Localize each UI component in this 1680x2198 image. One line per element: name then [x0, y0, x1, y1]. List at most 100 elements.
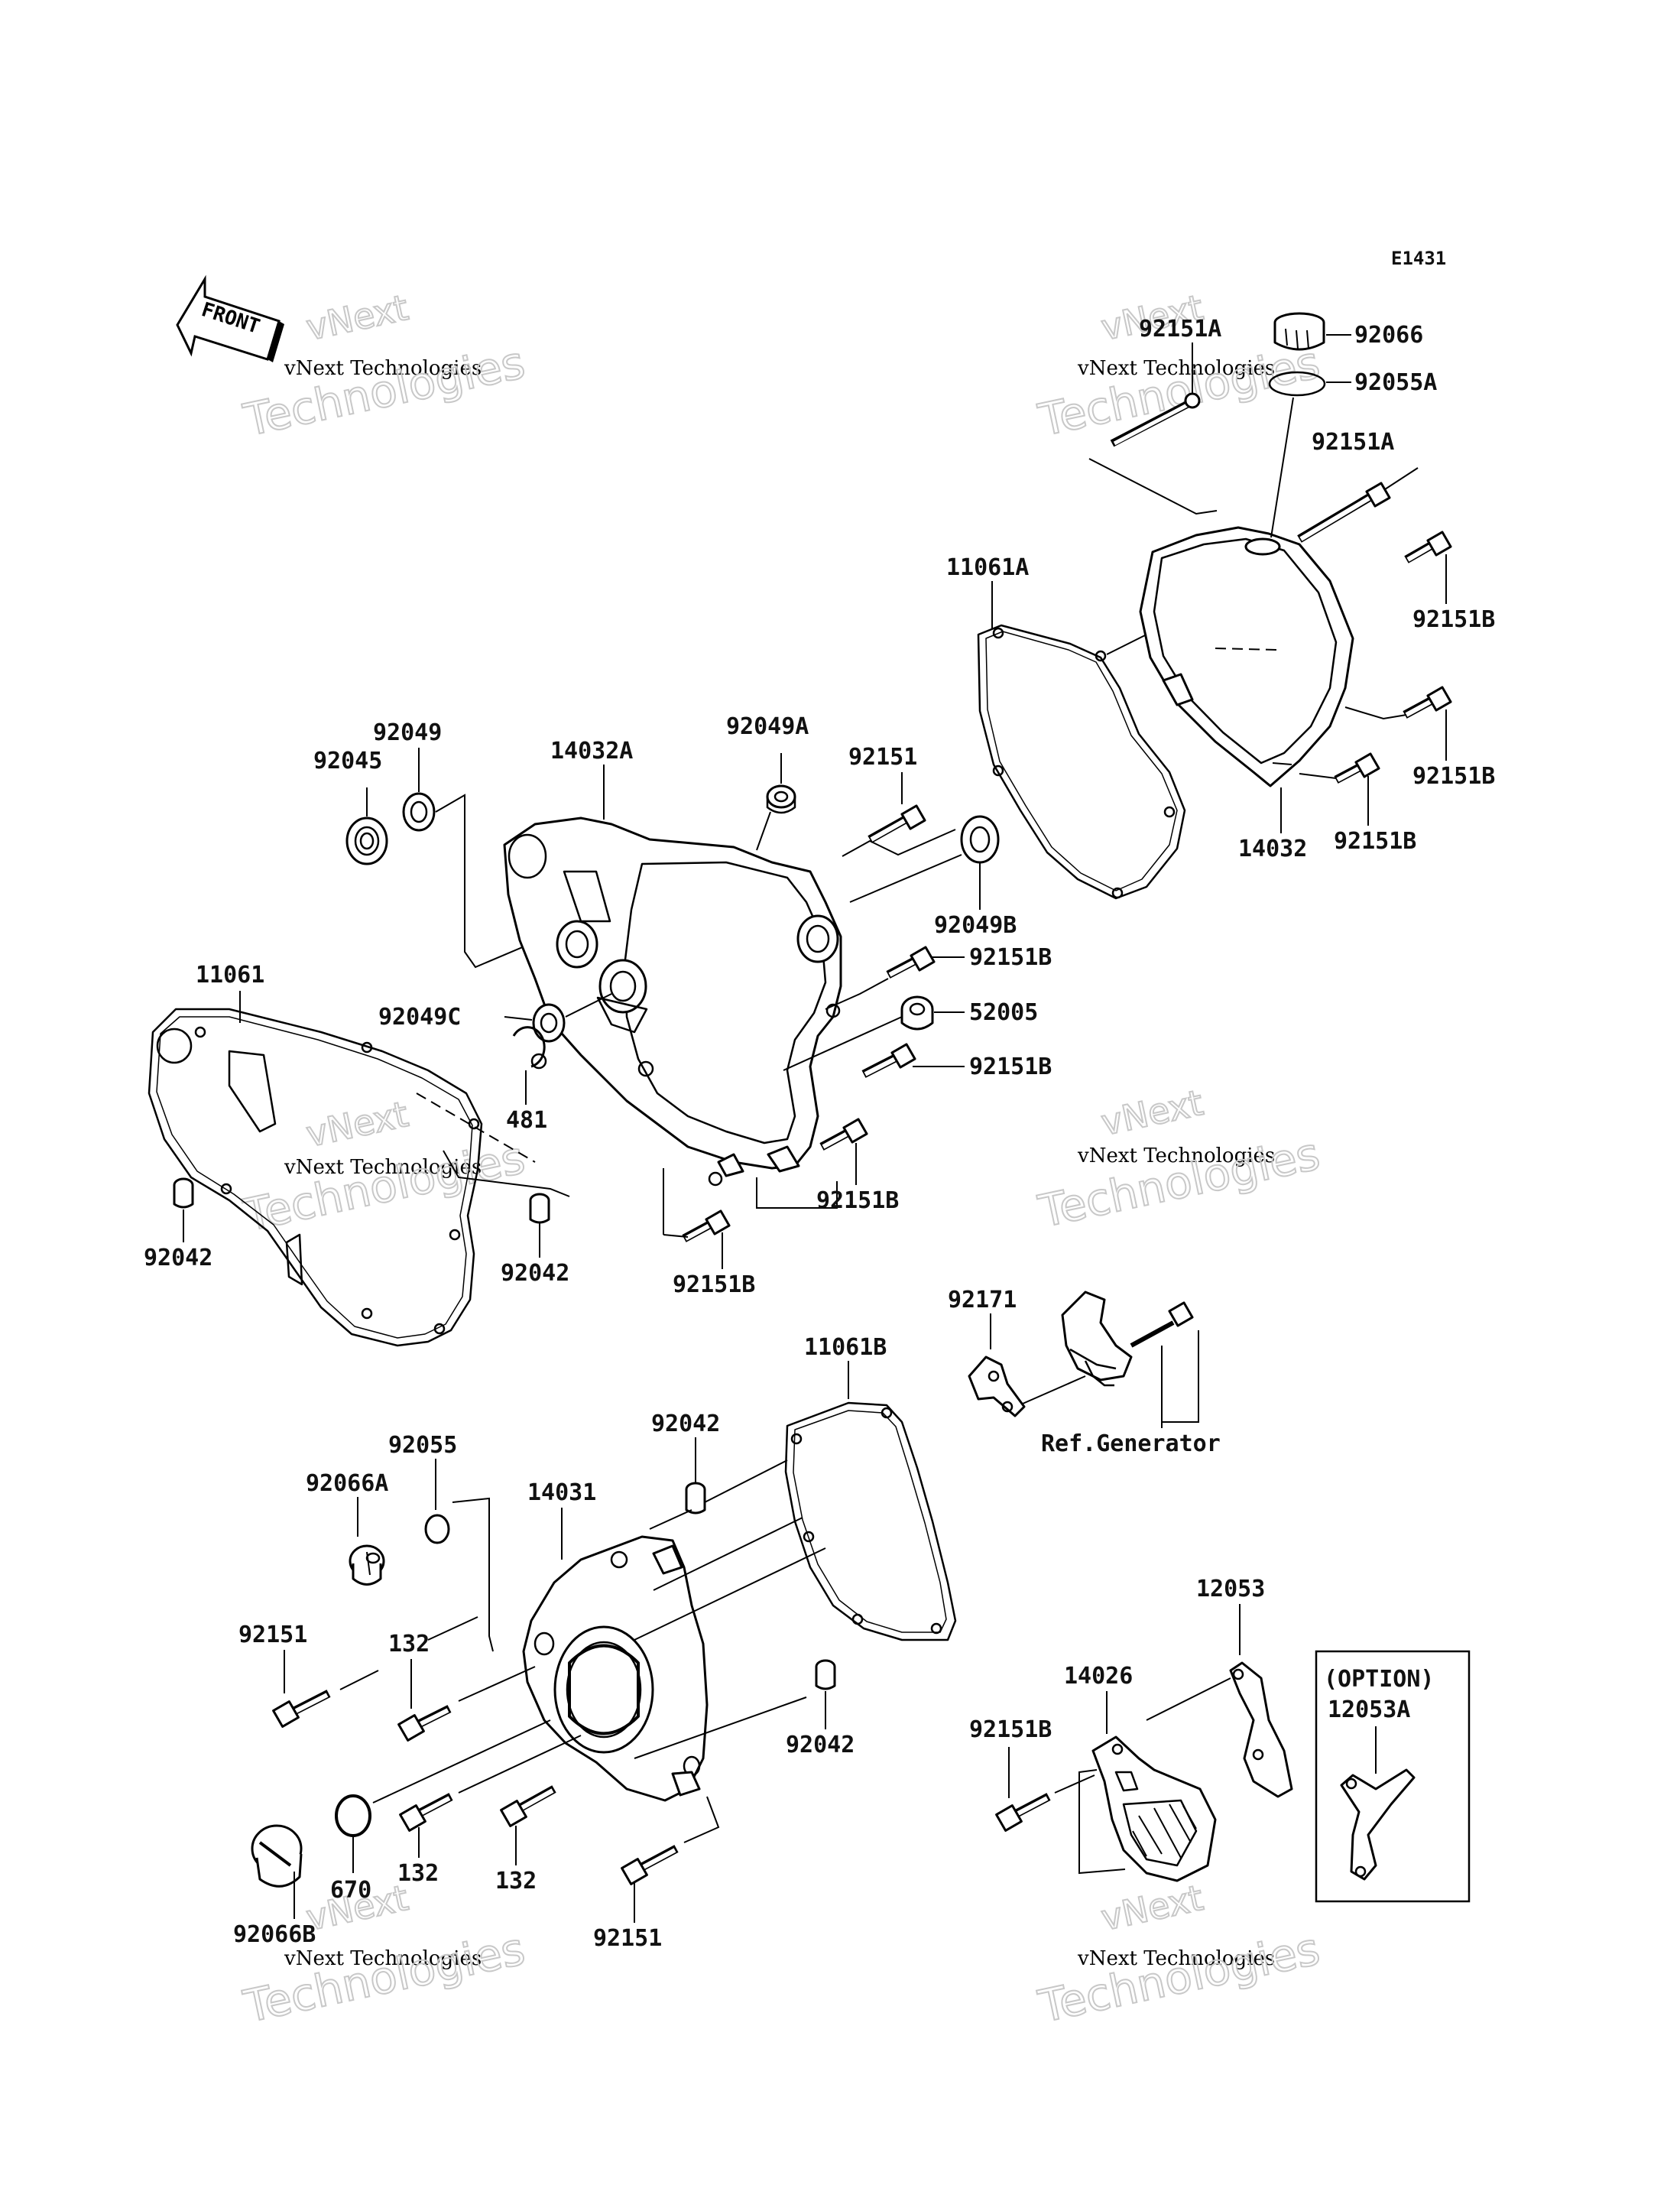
bracket-92171	[968, 1355, 1026, 1417]
bolt-92151B-r1	[1404, 531, 1452, 563]
bolt-92151B-m4	[682, 1209, 731, 1242]
label-11061B: 11061B	[804, 1334, 887, 1361]
svg-text:vNext Technologies: vNext Technologies	[284, 357, 482, 380]
bolt-92151B-m2	[861, 1043, 916, 1078]
gasket-11061B	[784, 1401, 957, 1641]
label-12053A: 12053A	[1328, 1696, 1410, 1723]
label-92151B-m2: 92151B	[969, 1054, 1052, 1080]
watermark-bottom-right: vNext vNext Technologies Technologies	[1033, 1876, 1325, 2034]
bolt-92151B-low	[995, 1793, 1051, 1832]
label-92066A: 92066A	[306, 1470, 388, 1497]
label-92151-mid: 92151	[848, 744, 917, 771]
label-670: 670	[330, 1877, 371, 1904]
label-92171: 92171	[948, 1287, 1017, 1313]
crankcase-cover-14032A	[503, 817, 842, 1187]
dowel-92042-bot	[815, 1659, 836, 1690]
label-92049C: 92049C	[378, 1004, 461, 1031]
plug-92066B	[251, 1824, 303, 1888]
label-132-b: 132	[397, 1860, 439, 1887]
watermark-mid-right: vNext vNext Technologies Technologies	[1033, 1081, 1325, 1239]
label-14032: 14032	[1238, 836, 1307, 862]
svg-text:vNext Technologies: vNext Technologies	[1077, 1947, 1275, 1970]
svg-text:vNext: vNext	[303, 1093, 412, 1155]
label-14032A: 14032A	[550, 738, 633, 765]
svg-text:vNext: vNext	[1098, 1877, 1207, 1939]
plug-92066A	[349, 1544, 385, 1586]
oil-seal-92049B	[960, 815, 1000, 864]
svg-text:vNext Technologies: vNext Technologies	[1077, 1144, 1275, 1167]
gasket-11061	[148, 1008, 483, 1347]
front-arrow-icon: FRONT	[176, 274, 284, 362]
label-92049: 92049	[373, 719, 442, 746]
label-92049B: 92049B	[934, 912, 1017, 939]
guard-plate-12053	[1229, 1661, 1293, 1798]
label-92151B-r3: 92151B	[1334, 828, 1416, 855]
gasket-11061A	[977, 624, 1186, 900]
oil-filler-cap-92066	[1273, 312, 1325, 351]
watermark-bottom-left: vNext vNext Technologies Technologies	[238, 1876, 530, 2034]
svg-text:vNext Technologies: vNext Technologies	[1077, 357, 1275, 380]
svg-text:Technologies: Technologies	[1034, 336, 1325, 446]
svg-text:vNext: vNext	[303, 287, 412, 349]
bolt-92151B-m3	[819, 1118, 868, 1151]
dowel-92042-left	[173, 1177, 194, 1209]
clutch-cover-14032	[1139, 526, 1354, 787]
label-92151B-m3: 92151B	[816, 1187, 899, 1214]
label-92042-mid: 92042	[501, 1260, 569, 1287]
washer-92049A	[766, 784, 796, 814]
oring-92055A	[1268, 371, 1326, 397]
bearing-92045	[345, 817, 388, 865]
diagram-code: E1431	[1391, 248, 1446, 269]
label-11061: 11061	[196, 962, 264, 989]
label-92151B-r2: 92151B	[1412, 763, 1495, 790]
label-92151-low1: 92151	[238, 1622, 307, 1648]
label-92151B-low: 92151B	[969, 1716, 1052, 1743]
label-132-c: 132	[495, 1868, 537, 1894]
oil-seal-92049	[402, 792, 436, 832]
label-92151A-top: 92151A	[1139, 316, 1221, 343]
label-92042-low: 92042	[651, 1411, 720, 1437]
sprocket-cover-14026	[1091, 1735, 1217, 1882]
circlip-481	[512, 1026, 546, 1068]
label-92045: 92045	[313, 748, 382, 774]
sensor-assembly-icon	[1061, 1291, 1194, 1387]
label-132-a: 132	[388, 1631, 430, 1657]
bolt-92151-low1	[272, 1690, 331, 1728]
label-14031: 14031	[527, 1479, 596, 1506]
label-92066: 92066	[1354, 322, 1423, 349]
collar-52005	[900, 995, 934, 1031]
oring-670	[335, 1794, 371, 1837]
bolt-92151A-top	[1110, 392, 1201, 447]
bolt-132-c	[500, 1785, 556, 1827]
guard-plate-12053A	[1340, 1768, 1416, 1881]
watermark-top-left: vNext vNext Technologies Technologies	[238, 286, 530, 447]
watermark-top-right: vNext vNext Technologies Technologies	[1033, 286, 1325, 447]
svg-text:vNext: vNext	[1098, 1082, 1207, 1144]
bolt-132-a	[397, 1705, 452, 1742]
label-92151B-m4: 92151B	[673, 1271, 755, 1298]
label-14026: 14026	[1064, 1663, 1133, 1690]
label-92151B-r1: 92151B	[1412, 606, 1495, 633]
label-ref-generator: Ref.Generator	[1041, 1430, 1221, 1457]
label-92055: 92055	[388, 1432, 457, 1459]
label-92055A: 92055A	[1354, 369, 1437, 396]
label-92151B-m1: 92151B	[969, 944, 1052, 971]
dowel-92042-mid	[529, 1193, 550, 1224]
bolt-92151A-right	[1297, 482, 1391, 543]
label-92066B: 92066B	[233, 1921, 316, 1948]
bolt-92151-mid	[868, 804, 926, 843]
bolt-92151-low2	[621, 1845, 679, 1885]
oil-seal-92049C	[532, 1003, 566, 1043]
option-label: (OPTION)	[1324, 1666, 1435, 1693]
svg-text:vNext Technologies: vNext Technologies	[284, 1947, 482, 1970]
label-92042-bot: 92042	[786, 1732, 855, 1758]
watermark-mid-left: vNext vNext Technologies Technologies	[238, 1093, 530, 1242]
bolt-92151B-m1	[886, 946, 936, 979]
svg-text:Technologies: Technologies	[239, 336, 530, 446]
label-11061A: 11061A	[946, 554, 1029, 581]
label-92151-low2: 92151	[593, 1925, 662, 1952]
bolt-132-b	[399, 1793, 453, 1832]
dowel-92042-low	[685, 1482, 706, 1515]
label-92151A-right: 92151A	[1312, 429, 1394, 456]
